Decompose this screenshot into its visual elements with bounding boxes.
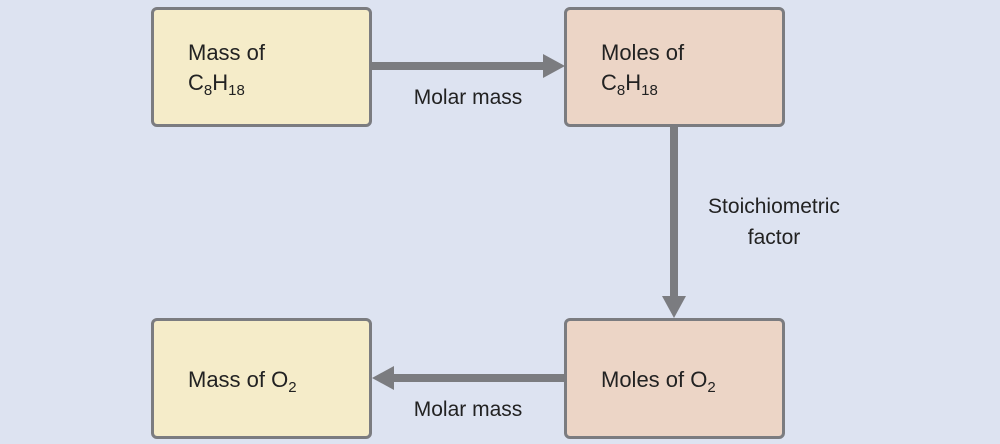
arrow-bottom-shaft	[392, 374, 566, 382]
moles-c8h18-line1: Moles of	[601, 40, 685, 65]
moles-o2-box: Moles of O2	[564, 318, 785, 439]
right-arrow-label-line1: Stoichiometric	[708, 195, 840, 218]
arrow-bottom-head	[372, 366, 394, 390]
bottom-arrow-label: Molar mass	[413, 398, 523, 421]
arrow-top-shaft	[370, 62, 545, 70]
mass-c8h18-formula: C8H18	[188, 70, 245, 99]
right-arrow-label-line2: factor	[747, 226, 801, 249]
right-arrow-label: Stoichiometric factor	[688, 191, 860, 253]
arrow-top-head	[543, 54, 565, 78]
moles-c8h18-box: Moles of C8H18	[564, 7, 785, 127]
arrow-right-shaft	[670, 125, 678, 298]
moles-o2-text: Moles of O2	[601, 367, 716, 396]
mass-c8h18-box: Mass of C8H18	[151, 7, 372, 127]
mass-c8h18-line1: Mass of	[188, 40, 266, 65]
arrow-right-head	[662, 296, 686, 318]
mass-o2-box: Mass of O2	[151, 318, 372, 439]
mass-o2-text: Mass of O2	[188, 367, 297, 396]
top-arrow-label: Molar mass	[413, 86, 523, 109]
moles-c8h18-formula: C8H18	[601, 70, 658, 99]
